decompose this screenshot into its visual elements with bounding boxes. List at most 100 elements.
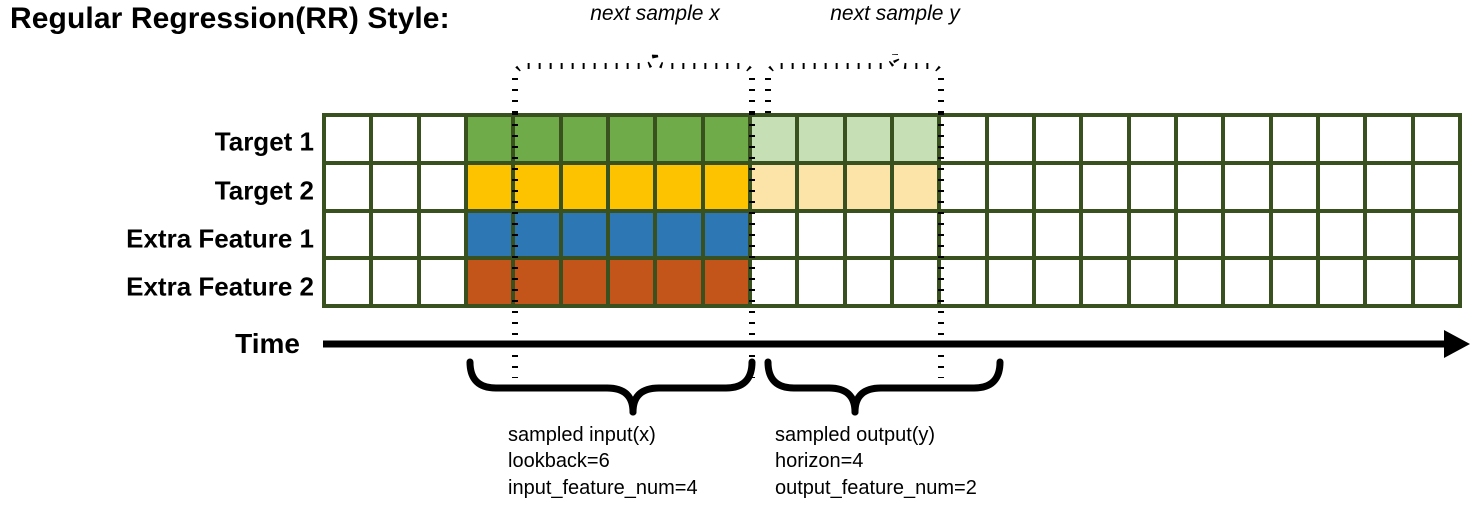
top-label-next-sample-y: next sample y [830,2,960,25]
grid-cell [1367,212,1411,257]
grid-cell [373,260,417,304]
grid-cell [515,164,559,209]
grid-cell [751,260,796,304]
grid-cell [846,260,890,304]
row-label-column: Target 1 Target 2 Extra Feature 1 Extra … [10,0,314,516]
grid-cell [562,164,606,209]
grid-cell [799,164,843,209]
grid-cell [420,164,464,209]
grid-cell [1225,117,1269,161]
time-axis-label: Time [235,328,300,359]
grid-cell [609,212,654,257]
grid-cell [562,212,606,257]
grid-cell [326,164,370,209]
grid-cell [420,117,464,161]
grid-cell [1367,164,1411,209]
grid-cell [467,260,512,304]
grid-cell [799,117,843,161]
grid-cell [1414,212,1458,257]
caption-sampled-input: sampled input(x) lookback=6 input_featur… [508,422,698,501]
grid-cell [1177,164,1222,209]
grid-cell [1414,260,1458,304]
grid-cell [1272,260,1316,304]
caption-line: output_feature_num=2 [775,476,977,499]
grid-cell [893,260,938,304]
grid-cell [657,260,701,304]
timeline-grid [322,113,1462,308]
grid-cell [751,117,796,161]
grid-cell [751,212,796,257]
grid-cell [373,164,417,209]
grid-cell [1130,117,1174,161]
page-title: Regular Regression(RR) Style: [10,2,450,35]
caption-line: sampled output(y) [775,424,936,446]
grid-cell [609,117,654,161]
grid-cell [562,117,606,161]
grid-cell [467,212,512,257]
grid-cell [1414,117,1458,161]
grid-cell [1272,164,1316,209]
grid-cell [609,164,654,209]
grid-cell [467,117,512,161]
grid-cell [326,212,370,257]
grid-cell [1035,212,1080,257]
grid-cell [704,212,748,257]
grid-cell [1272,212,1316,257]
caption-line: sampled input(x) [508,424,656,446]
grid-cell [373,212,417,257]
grid-cell [657,164,701,209]
grid-cell [1319,164,1364,209]
grid-cell [988,117,1032,161]
grid-cell [420,212,464,257]
grid-cell [941,117,985,161]
grid-cell [1177,117,1222,161]
grid-cell [467,164,512,209]
row-label-extra-feature-2: Extra Feature 2 [126,271,314,302]
grid-cell [515,260,559,304]
caption-sampled-output: sampled output(y) horizon=4 output_featu… [775,422,977,501]
grid-cell [1083,212,1127,257]
grid-cell [1225,260,1269,304]
caption-line: horizon=4 [775,450,864,473]
brace-sampled-output [764,358,1004,416]
dotted-brace-next-sample-x [512,53,755,113]
grid-cell [1225,212,1269,257]
grid-cell [326,117,370,161]
grid-cell [799,212,843,257]
grid-cell [893,164,938,209]
grid-cell [941,260,985,304]
grid-cell [562,260,606,304]
grid-cell [988,164,1032,209]
time-axis [323,330,1470,358]
row-label-target-1: Target 1 [214,126,314,157]
grid-cell [515,212,559,257]
grid-cell [704,164,748,209]
grid-cell [1272,117,1316,161]
grid-cell [799,260,843,304]
grid-cell [1177,260,1222,304]
top-label-next-sample-x: next sample x [590,2,720,25]
grid-cell [704,117,748,161]
grid-cell [657,117,701,161]
grid-cell [1319,117,1364,161]
dotted-brace-next-sample-y [765,53,944,113]
caption-line: input_feature_num=4 [508,476,698,499]
grid-cell [1083,117,1127,161]
grid-cell [609,260,654,304]
grid-cell [657,212,701,257]
grid-cell [846,212,890,257]
row-label-target-2: Target 2 [214,175,314,206]
grid-cell [1083,260,1127,304]
grid-cell [1414,164,1458,209]
brace-sampled-input [466,358,756,416]
grid-cell [1130,212,1174,257]
grid-cell [1035,164,1080,209]
grid-cell [1319,260,1364,304]
grid-cell [846,117,890,161]
grid-cell [515,117,559,161]
grid-cell [893,117,938,161]
grid-cell [846,164,890,209]
grid-cell [373,117,417,161]
grid-cell [941,164,985,209]
